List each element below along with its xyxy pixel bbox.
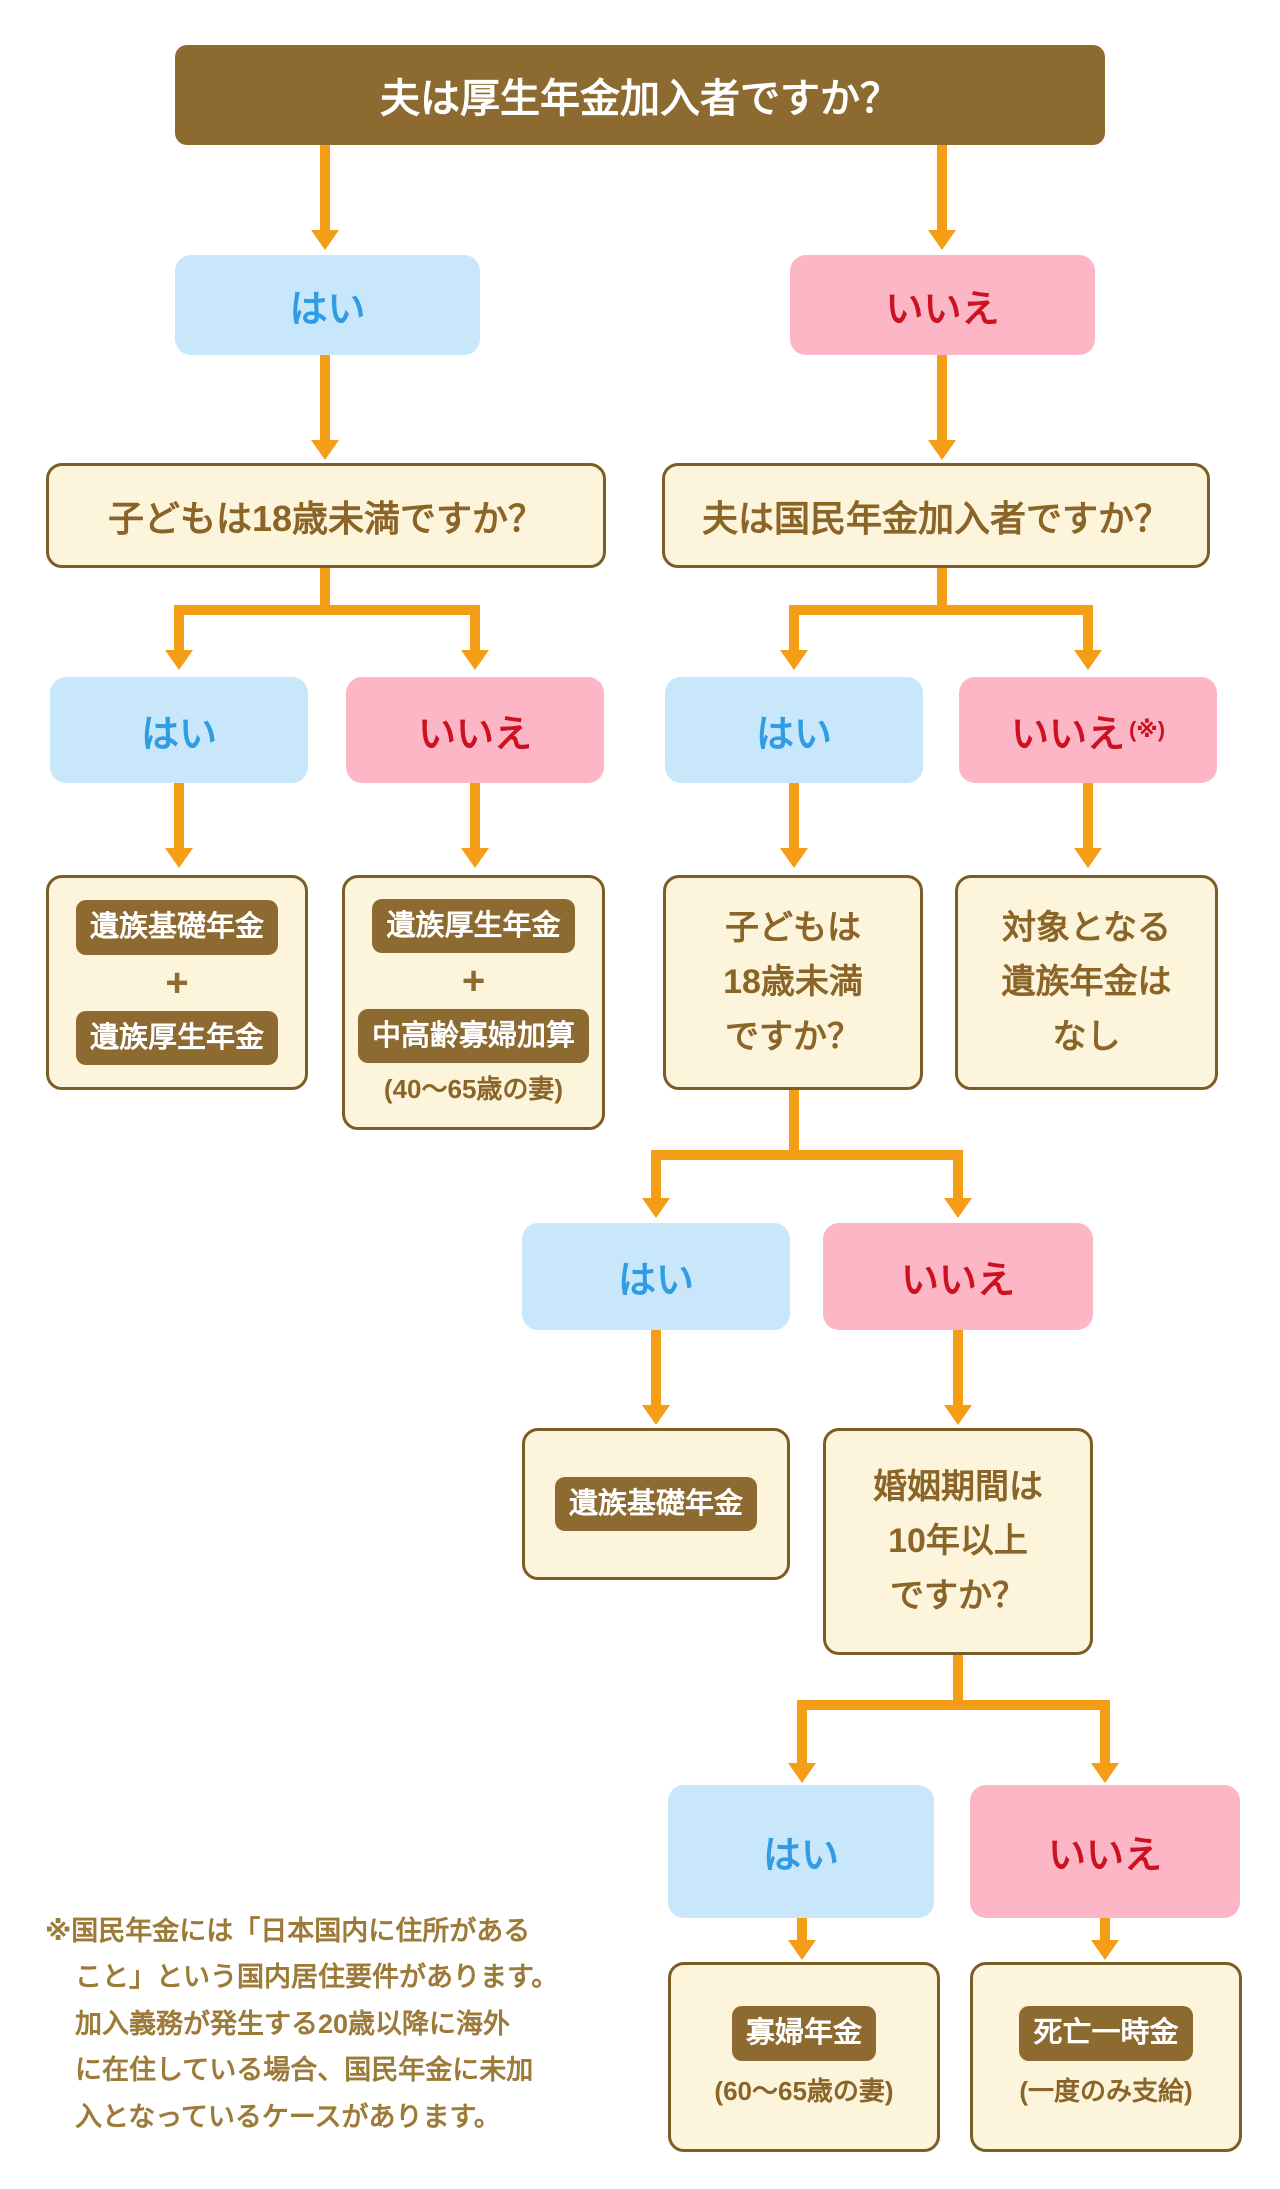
note-wife-60-65: (60～65歳の妻) xyxy=(714,2075,894,2106)
plus-sign: + xyxy=(461,959,486,1003)
asterisk-mark: (※) xyxy=(1128,717,1166,742)
question-child18-multi-node: 子どもは 18歳未満 ですか？ xyxy=(663,875,923,1090)
no-node-marriage10: いいえ xyxy=(970,1785,1240,1918)
arrow-line xyxy=(1083,605,1093,650)
arrow-head-icon xyxy=(1074,650,1102,670)
yes-node-child18-multi: はい xyxy=(522,1223,790,1330)
yes-node-kokumin: はい xyxy=(665,677,923,783)
result-kosei-plus-kafukasan-node: 遺族厚生年金 + 中高齢寡婦加算 (40～65歳の妻) xyxy=(342,875,605,1130)
arrow-head-icon xyxy=(1074,848,1102,868)
no-node-child18-multi: いいえ xyxy=(823,1223,1093,1330)
arrow-line xyxy=(174,605,480,615)
arrow-line xyxy=(651,1330,661,1405)
arrow-line xyxy=(320,145,330,230)
arrow-head-icon xyxy=(788,1940,816,1960)
arrow-line xyxy=(789,605,799,650)
arrow-head-icon xyxy=(944,1405,972,1425)
arrow-line xyxy=(789,605,1093,615)
badge-izoku-kiso: 遺族基礎年金 xyxy=(554,1476,757,1532)
arrow-head-icon xyxy=(165,848,193,868)
arrow-line xyxy=(651,1150,963,1160)
badge-izoku-kosei: 遺族厚生年金 xyxy=(372,898,575,953)
arrow-head-icon xyxy=(1091,1763,1119,1783)
arrow-line xyxy=(470,783,480,848)
root-question-node: 夫は厚生年金加入者ですか？ xyxy=(175,45,1105,145)
badge-izoku-kosei: 遺族厚生年金 xyxy=(75,1010,278,1065)
arrow-head-icon xyxy=(311,440,339,460)
note-wife-40-65: (40～65歳の妻) xyxy=(383,1074,564,1105)
arrow-head-icon xyxy=(788,1763,816,1783)
arrow-head-icon xyxy=(928,230,956,250)
no-node-child18: いいえ xyxy=(346,677,604,783)
arrow-line xyxy=(953,1150,963,1198)
arrow-line xyxy=(797,1700,1110,1710)
yes-node-root: はい xyxy=(175,255,480,355)
arrow-line xyxy=(789,783,799,848)
arrow-line xyxy=(797,1700,807,1763)
question-child18-node: 子どもは18歳未満ですか？ xyxy=(46,463,606,568)
arrow-head-icon xyxy=(461,650,489,670)
arrow-line xyxy=(174,783,184,848)
note-paid-once: (一度のみ支給) xyxy=(1019,2075,1193,2106)
no-node-kokumin: いいえ(※) xyxy=(959,677,1217,783)
arrow-head-icon xyxy=(311,230,339,250)
result-kiso-only-node: 遺族基礎年金 xyxy=(522,1428,790,1580)
footnote-text: ※国民年金には「日本国内に住所がある こと」という国内居住要件があります。 加入… xyxy=(45,1916,559,2132)
badge-kafu-nenkin: 寡婦年金 xyxy=(731,2006,876,2061)
arrow-line xyxy=(320,568,330,605)
arrow-line xyxy=(797,1918,807,1940)
arrow-head-icon xyxy=(461,848,489,868)
result-kiso-plus-kosei-node: 遺族基礎年金 + 遺族厚生年金 xyxy=(46,875,308,1090)
arrow-head-icon xyxy=(165,650,193,670)
arrow-head-icon xyxy=(642,1198,670,1218)
badge-izoku-kiso: 遺族基礎年金 xyxy=(75,900,278,955)
arrow-line xyxy=(1100,1700,1110,1763)
arrow-line xyxy=(953,1655,963,1700)
result-shibo-ichijikin-node: 死亡一時金 (一度のみ支給) xyxy=(970,1962,1242,2152)
arrow-line xyxy=(937,145,947,230)
arrow-head-icon xyxy=(944,1198,972,1218)
no-node-root: いいえ xyxy=(790,255,1095,355)
arrow-line xyxy=(937,568,947,605)
arrow-line xyxy=(470,605,480,650)
arrow-head-icon xyxy=(928,440,956,460)
arrow-line xyxy=(953,1330,963,1405)
badge-chukorei-kafu-kasan: 中高齢寡婦加算 xyxy=(357,1009,589,1064)
arrow-line xyxy=(651,1150,661,1198)
result-kafu-nenkin-node: 寡婦年金 (60～65歳の妻) xyxy=(668,1962,940,2152)
yes-node-marriage10: はい xyxy=(668,1785,934,1918)
arrow-line xyxy=(174,605,184,650)
result-no-pension-node: 対象となる 遺族年金は なし xyxy=(955,875,1218,1090)
no-label: いいえ xyxy=(1010,713,1125,756)
badge-shibo-ichijikin: 死亡一時金 xyxy=(1019,2006,1193,2061)
plus-sign: + xyxy=(165,960,189,1005)
arrow-head-icon xyxy=(780,848,808,868)
arrow-head-icon xyxy=(1091,1940,1119,1960)
arrow-line xyxy=(937,355,947,440)
question-kokumin-node: 夫は国民年金加入者ですか？ xyxy=(662,463,1210,568)
question-marriage10-node: 婚姻期間は 10年以上 ですか？ xyxy=(823,1428,1093,1655)
arrow-head-icon xyxy=(642,1405,670,1425)
arrow-line xyxy=(320,355,330,440)
arrow-line xyxy=(1100,1918,1110,1940)
yes-node-child18: はい xyxy=(50,677,308,783)
arrow-line xyxy=(789,1090,799,1150)
arrow-head-icon xyxy=(780,650,808,670)
arrow-line xyxy=(1083,783,1093,848)
